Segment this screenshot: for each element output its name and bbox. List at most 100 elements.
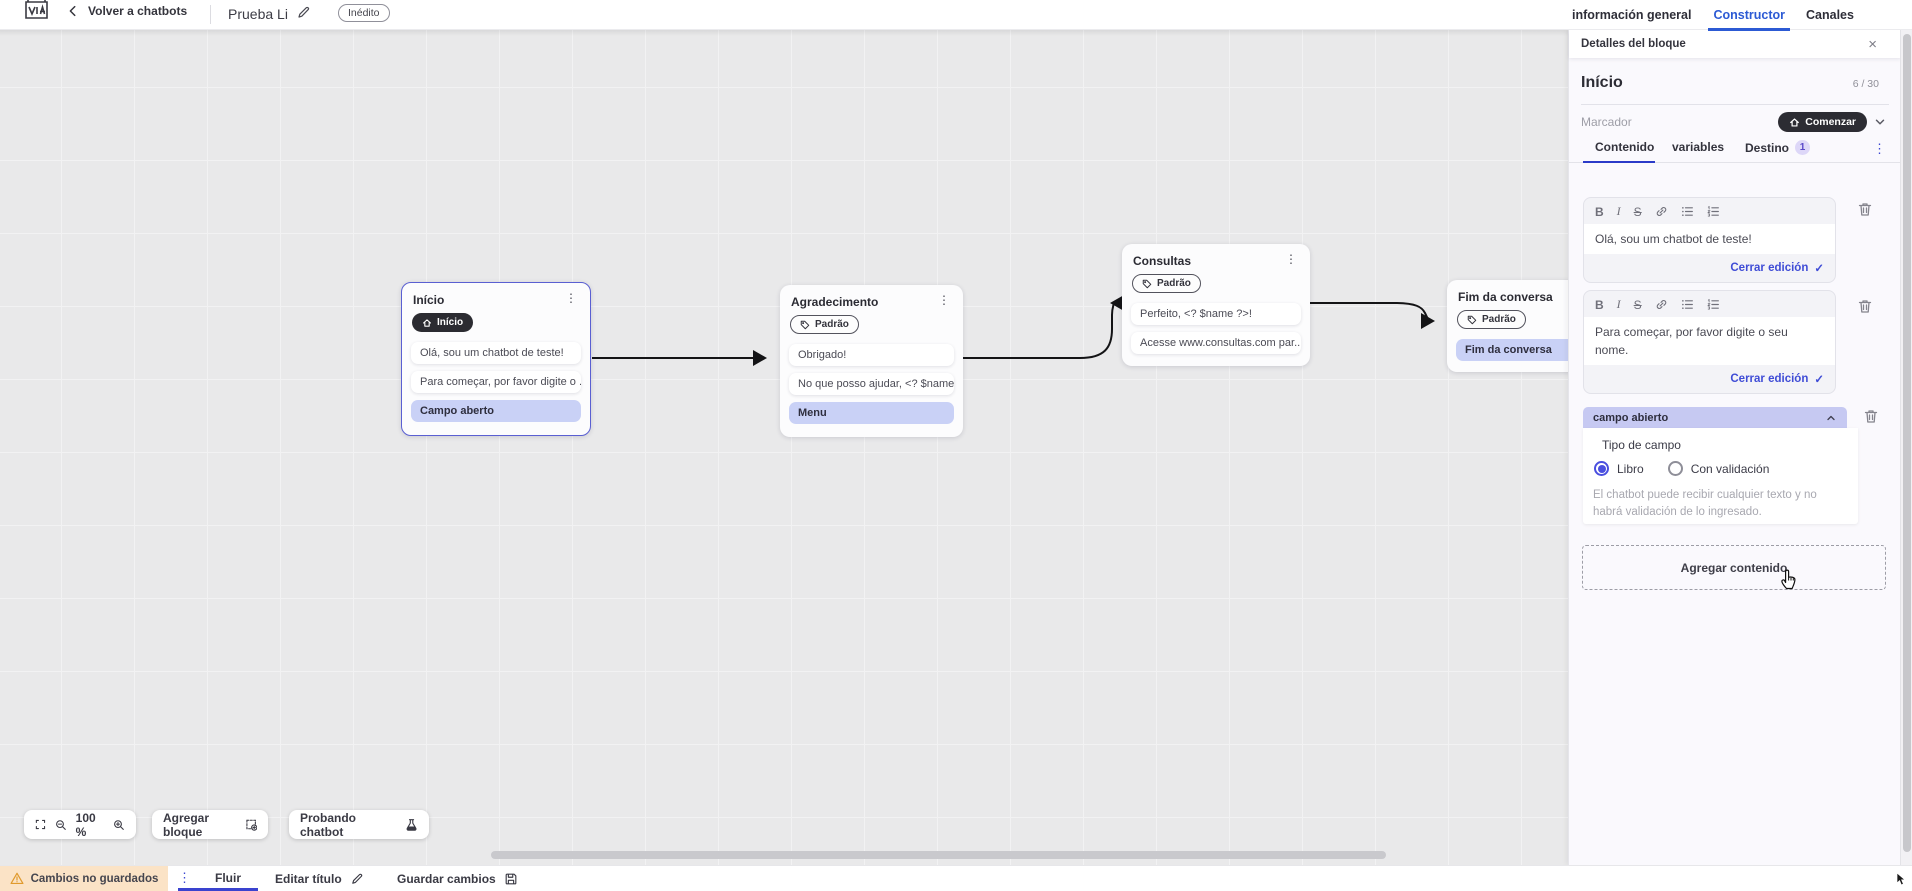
back-icon: [69, 5, 76, 17]
marker-row: Marcador Comenzar: [1581, 112, 1887, 132]
marker-label: Marcador: [1581, 115, 1632, 129]
back-label: Volver a chatbots: [88, 4, 188, 18]
content-editor: B I S Olá, sou um chatbot de teste! Cerr…: [1583, 197, 1836, 283]
node-message[interactable]: Obrigado!: [789, 343, 954, 366]
radio-unselected[interactable]: [1667, 461, 1683, 476]
zoom-out-icon[interactable]: [55, 818, 67, 832]
tag-icon: [800, 320, 810, 329]
warning-icon: [10, 872, 24, 885]
node-title: Fim da conversa: [1458, 290, 1553, 304]
italic-icon[interactable]: I: [1616, 297, 1621, 311]
numbered-list-icon[interactable]: [1706, 298, 1720, 311]
fullscreen-icon[interactable]: [35, 818, 46, 831]
start-badge: Início: [412, 313, 474, 332]
close-edit-button[interactable]: Cerrar edición ✓: [1730, 373, 1824, 386]
flow-connectors: [592, 295, 1435, 366]
check-icon: ✓: [1814, 374, 1824, 386]
radio-selected[interactable]: [1594, 461, 1609, 476]
node-menu-icon[interactable]: ⋮: [565, 291, 577, 305]
flow-canvas[interactable]: Início ⋮ Início Olá, sou um chatbot de t…: [0, 30, 1568, 865]
tab-fluir[interactable]: Fluir: [215, 871, 241, 885]
flow-node-fim-da-conversa[interactable]: Fim da conversa Padrão Fim da conversa: [1447, 280, 1568, 372]
node-menu-block[interactable]: Menu: [789, 401, 954, 424]
app-logo-icon: [22, 0, 52, 29]
strikethrough-icon[interactable]: S: [1633, 297, 1642, 312]
node-menu-icon[interactable]: ⋮: [938, 293, 950, 307]
bold-icon[interactable]: B: [1595, 297, 1604, 312]
node-menu-icon[interactable]: ⋮: [1285, 252, 1297, 266]
tab-variables[interactable]: variables: [1672, 140, 1725, 154]
italic-icon[interactable]: I: [1616, 204, 1621, 218]
panel-header: Detalles del bloque ×: [1569, 30, 1901, 58]
main-tabs: información general Constructor Canales: [1568, 0, 1900, 31]
default-badge: Padrão: [1132, 274, 1201, 293]
tag-icon: [1142, 279, 1152, 288]
content-editor: B I S Para começar, por favor digite o s…: [1583, 290, 1836, 394]
test-chatbot-button[interactable]: Probando chatbot: [289, 810, 429, 839]
strikethrough-icon[interactable]: S: [1633, 204, 1642, 219]
tab-canales[interactable]: Canales: [1806, 8, 1854, 22]
pencil-icon: [351, 873, 362, 884]
char-counter: 6 / 30: [1852, 78, 1879, 90]
edit-title-icon[interactable]: [296, 5, 311, 25]
zoom-in-icon[interactable]: [113, 818, 125, 832]
chevron-down-icon[interactable]: [1873, 115, 1887, 129]
horizontal-scrollbar[interactable]: [491, 851, 1386, 859]
tab-contenido[interactable]: Contenido: [1595, 140, 1655, 154]
node-end-block[interactable]: Fim da conversa: [1456, 338, 1568, 361]
tab-informacion-general[interactable]: información general: [1572, 8, 1692, 22]
node-open-field[interactable]: Campo aberto: [411, 399, 581, 422]
panel-tabs: Contenido variables Destino 1 ⋮: [1569, 138, 1901, 163]
flask-icon: [406, 818, 417, 831]
node-message[interactable]: Para começar, por favor digite o ...: [411, 370, 581, 393]
top-bar: Volver a chatbots Prueba Li Inédito info…: [0, 0, 1912, 31]
close-edit-button[interactable]: Cerrar edición ✓: [1730, 262, 1824, 275]
flow-menu-icon[interactable]: ⋮: [178, 870, 191, 885]
add-block-button[interactable]: Agregar bloque: [152, 810, 268, 839]
save-icon: [505, 873, 517, 884]
block-name-input[interactable]: Início: [1581, 74, 1623, 91]
message-text-input[interactable]: Para começar, por favor digite o seu nom…: [1584, 317, 1835, 365]
link-icon[interactable]: [1655, 205, 1668, 218]
chevron-up-icon[interactable]: [1825, 412, 1837, 424]
tabs-menu-icon[interactable]: ⋮: [1873, 141, 1886, 156]
default-badge: Padrão: [790, 315, 859, 334]
close-icon[interactable]: ×: [1868, 35, 1877, 53]
marker-value-pill[interactable]: Comenzar: [1778, 112, 1867, 132]
numbered-list-icon[interactable]: [1706, 205, 1720, 218]
block-name-row: Início 6 / 30: [1581, 74, 1879, 92]
node-message[interactable]: Acesse www.consultas.com par...: [1131, 331, 1301, 354]
node-message[interactable]: Perfeito, <? $name ?>!: [1131, 302, 1301, 325]
flow-node-inicio[interactable]: Início ⋮ Início Olá, sou um chatbot de t…: [401, 282, 591, 436]
node-message[interactable]: No que posso ajudar, <? $name ...: [789, 372, 954, 395]
bottom-bar: Cambios no guardados ⋮ Fluir Editar títu…: [0, 865, 1912, 891]
radio-option-libro[interactable]: Libro: [1594, 461, 1644, 476]
bold-icon[interactable]: B: [1595, 204, 1604, 219]
field-description: El chatbot puede recibir cualquier texto…: [1593, 489, 1817, 518]
delete-content-icon[interactable]: [1857, 201, 1873, 223]
delete-content-icon[interactable]: [1863, 408, 1879, 430]
add-content-button[interactable]: Agregar contenido: [1582, 545, 1886, 590]
delete-content-icon[interactable]: [1857, 298, 1873, 320]
panel-scrollbar-thumb[interactable]: [1903, 34, 1911, 852]
edit-title-button[interactable]: Editar título: [275, 866, 364, 891]
bullet-list-icon[interactable]: [1681, 298, 1694, 311]
radio-option-con-validacion[interactable]: Con validación: [1667, 461, 1769, 476]
message-text-input[interactable]: Olá, sou um chatbot de teste!: [1584, 224, 1835, 254]
active-tab-underline: [1583, 161, 1655, 163]
tab-destino[interactable]: Destino 1: [1745, 140, 1811, 155]
zoom-toolbar: 100 %: [24, 810, 136, 839]
panel-scrollbar[interactable]: [1900, 30, 1912, 865]
save-changes-button[interactable]: Guardar cambios: [397, 866, 518, 891]
node-message[interactable]: Olá, sou um chatbot de teste!: [411, 341, 581, 364]
block-details-panel: Detalles del bloque × Início 6 / 30 Marc…: [1568, 30, 1901, 865]
flow-node-consultas[interactable]: Consultas ⋮ Padrão Perfeito, <? $name ?>…: [1122, 244, 1310, 366]
tab-constructor[interactable]: Constructor: [1708, 8, 1790, 31]
link-icon[interactable]: [1655, 298, 1668, 311]
home-icon: [423, 318, 431, 327]
back-to-chatbots-button[interactable]: Volver a chatbots: [66, 4, 187, 18]
bullet-list-icon[interactable]: [1681, 205, 1694, 218]
block-name-underline: [1581, 104, 1889, 105]
open-field-section-header[interactable]: campo abierto: [1583, 407, 1847, 428]
flow-node-agradecimento[interactable]: Agradecimento ⋮ Padrão Obrigado! No que …: [780, 285, 963, 437]
